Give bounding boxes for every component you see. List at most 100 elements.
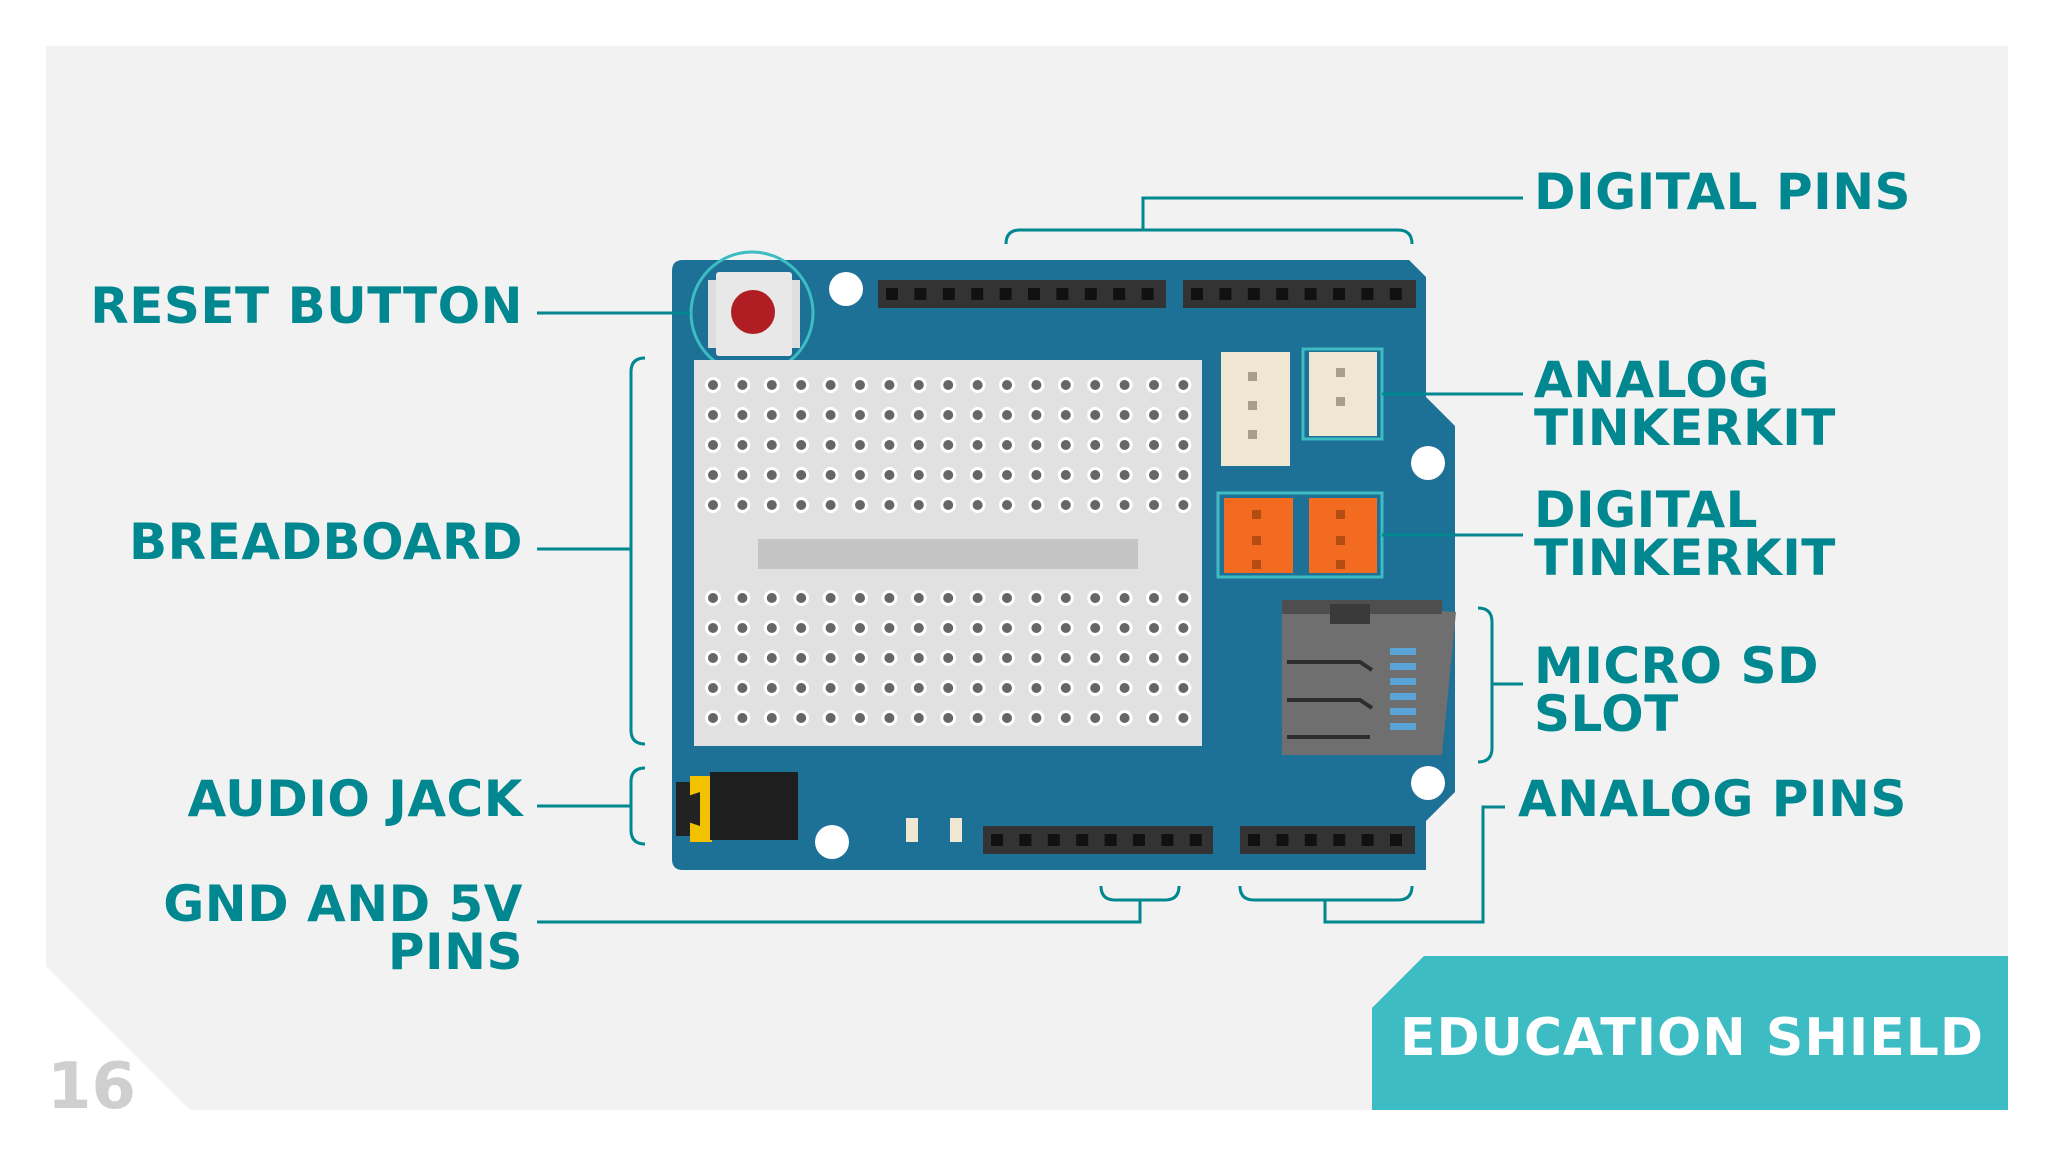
header-pin — [1219, 288, 1232, 300]
breadboard-hole-dot — [796, 593, 807, 603]
breadboard-hole-dot — [1149, 470, 1159, 480]
header-pin — [1361, 288, 1374, 300]
digital-pins-bracket — [1004, 196, 1523, 245]
breadboard-hole-dot — [737, 623, 748, 633]
breadboard-hole-dot — [825, 623, 836, 633]
breadboard-hole-dot — [1002, 683, 1012, 693]
breadboard-hole-dot — [1090, 380, 1101, 390]
breadboard-hole-dot — [1178, 683, 1189, 693]
title-banner — [1372, 956, 2008, 1110]
breadboard-hole-dot — [766, 593, 777, 603]
breadboard-hole-dot — [708, 623, 718, 633]
breadboard-hole-dot — [972, 380, 983, 390]
breadboard-hole-dot — [1060, 623, 1071, 633]
breadboard-hole-dot — [708, 470, 718, 480]
breadboard-hole-dot — [884, 653, 895, 663]
breadboard-hole-dot — [766, 683, 777, 693]
breadboard-hole-dot — [972, 470, 983, 480]
breadboard-hole-dot — [1149, 683, 1159, 693]
breadboard-hole-dot — [825, 410, 836, 420]
breadboard-hole-dot — [913, 440, 924, 450]
breadboard-hole-dot — [913, 713, 924, 723]
breadboard-hole-dot — [766, 500, 777, 510]
breadboard-hole-dot — [943, 470, 954, 480]
breadboard-hole-dot — [766, 653, 777, 663]
breadboard-hole-dot — [1002, 653, 1012, 663]
breadboard-hole-dot — [1031, 713, 1042, 723]
breadboard-hole-dot — [1119, 653, 1130, 663]
breadboard-hole-dot — [943, 593, 954, 603]
breadboard-hole-dot — [913, 683, 924, 693]
breadboard-hole-dot — [766, 410, 777, 420]
breadboard-hole-dot — [1119, 500, 1130, 510]
header-pin — [886, 288, 898, 300]
header-pin — [1189, 834, 1202, 846]
title-banner-text: EDUCATION SHIELD — [1399, 1008, 1985, 1068]
header-pin — [942, 288, 955, 300]
header-pin — [991, 834, 1003, 846]
breadboard-hole-dot — [825, 653, 836, 663]
breadboard-hole-dot — [825, 500, 836, 510]
breadboard-hole-dot — [855, 470, 865, 480]
label-gnd-5v-pins: GND AND 5V PINS — [163, 879, 523, 977]
breadboard-hole-dot — [943, 380, 954, 390]
header-pin — [1333, 834, 1346, 846]
label-analog-tinkerkit-line1: ANALOG — [1534, 351, 1770, 409]
breadboard-hole-dot — [1090, 440, 1101, 450]
breadboard-hole-dot — [972, 593, 983, 603]
breadboard-hole-dot — [1119, 440, 1130, 450]
breadboard-hole-dot — [1002, 500, 1012, 510]
breadboard-hole-dot — [972, 653, 983, 663]
breadboard-hole-dot — [766, 380, 777, 390]
breadboard-hole-dot — [1119, 683, 1130, 693]
breadboard-hole-dot — [1149, 623, 1159, 633]
breadboard-hole-dot — [1002, 410, 1012, 420]
breadboard-hole-dot — [1119, 410, 1130, 420]
breadboard-hole-dot — [737, 713, 748, 723]
breadboard-hole-dot — [1090, 410, 1101, 420]
breadboard-hole-dot — [1002, 470, 1012, 480]
header-pin — [1161, 834, 1174, 846]
breadboard-hole-dot — [737, 683, 748, 693]
breadboard-hole-dot — [1178, 593, 1189, 603]
breadboard-hole-dot — [943, 410, 954, 420]
reset-button — [689, 250, 815, 376]
breadboard-hole-dot — [1060, 713, 1071, 723]
breadboard-hole-dot — [1178, 713, 1189, 723]
breadboard-hole-dot — [943, 623, 954, 633]
breadboard-hole-dot — [737, 500, 748, 510]
breadboard-hole-dot — [943, 440, 954, 450]
digital-header-right — [1183, 280, 1416, 308]
breadboard-hole-dot — [1060, 683, 1071, 693]
breadboard-hole-dot — [1119, 593, 1130, 603]
breadboard-hole-dot — [825, 380, 836, 390]
header-pin — [1389, 288, 1402, 300]
header-pin — [1304, 834, 1317, 846]
breadboard-hole-dot — [855, 593, 865, 603]
breadboard-hole-dot — [972, 623, 983, 633]
reset-button-cap — [731, 290, 775, 334]
breadboard-hole-dot — [1031, 593, 1042, 603]
breadboard-hole-dot — [796, 410, 807, 420]
header-pin — [971, 288, 984, 300]
analog-pins-bracket — [1238, 805, 1505, 924]
label-micro-sd-slot: MICRO SD SLOT — [1534, 641, 1819, 739]
header-pin — [1133, 834, 1145, 846]
breadboard-hole-dot — [796, 440, 807, 450]
label-audio-jack: AUDIO JACK — [187, 770, 523, 828]
header-pin — [1104, 834, 1117, 846]
breadboard-hole-dot — [1060, 470, 1071, 480]
breadboard-hole-dot — [825, 470, 836, 480]
breadboard-hole-dot — [737, 410, 748, 420]
breadboard-hole-dot — [855, 500, 865, 510]
header-pin — [1361, 834, 1374, 846]
breadboard-hole-dot — [1178, 440, 1189, 450]
label-digital-tinkerkit: DIGITAL TINKERKIT — [1534, 485, 1836, 583]
breadboard-hole-dot — [708, 653, 718, 663]
breadboard-hole-dot — [913, 380, 924, 390]
breadboard-hole-dot — [737, 470, 748, 480]
mount-hole — [1411, 446, 1445, 480]
header-pin — [1276, 288, 1289, 300]
breadboard-hole-dot — [1031, 380, 1042, 390]
